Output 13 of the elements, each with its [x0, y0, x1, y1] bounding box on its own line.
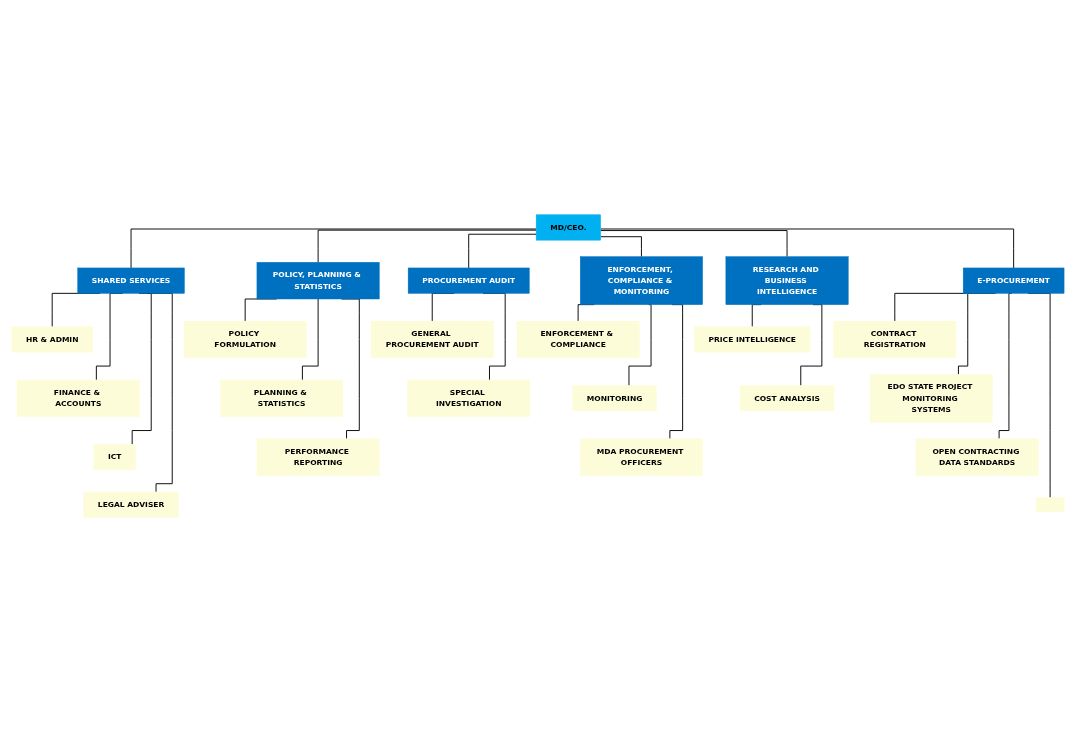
node-box — [1035, 497, 1065, 512]
connector — [800, 304, 823, 386]
connector — [130, 228, 537, 269]
connector — [600, 236, 642, 258]
connector — [600, 230, 788, 258]
connector — [131, 292, 152, 445]
connector — [301, 298, 319, 381]
connector — [317, 229, 537, 263]
connector — [998, 292, 1013, 440]
connector — [600, 228, 1015, 269]
connector — [628, 304, 652, 386]
connector — [669, 304, 684, 440]
connector — [468, 233, 537, 269]
